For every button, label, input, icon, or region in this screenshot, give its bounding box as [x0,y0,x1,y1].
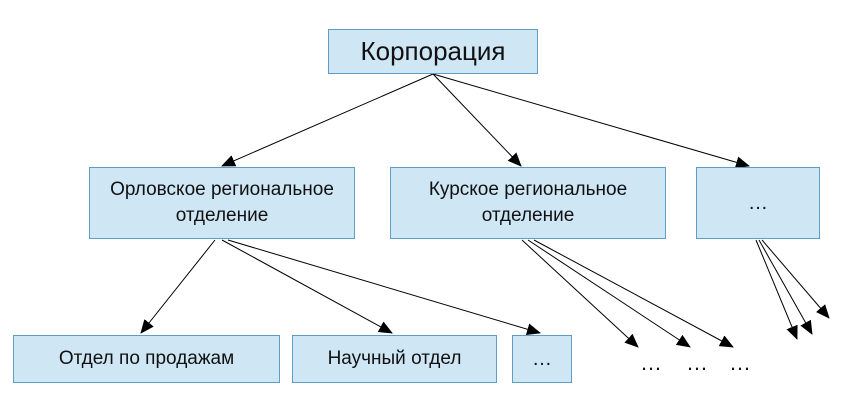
arrow-orel-to-science [221,239,393,334]
arrow-root-to-more [432,73,750,169]
node-kursk-label: Курское региональное отделение [428,179,628,226]
node-corporation: Корпорация [328,29,538,74]
arrow-orel-to-sales [140,239,216,334]
node-more-regions: … [696,167,820,239]
node-more-departments: … [512,335,572,383]
arrow-kursk-to-dots-2 [527,239,691,348]
arrow-root-to-kursk [432,73,522,167]
node-orel-regional-office: Орловское региональное отделение [89,167,355,239]
arrow-more-down-2 [758,239,813,335]
node-orel-label: Орловское региональное отделение [110,179,334,226]
arrow-kursk-to-dots-3 [533,239,734,348]
node-science-department: Научный отдел [292,335,497,383]
node-science-label: Научный отдел [327,348,462,370]
node-more-departments-label: … [532,347,552,370]
arrow-more-down-3 [761,239,830,319]
node-kursk-regional-office: Курское региональное отделение [390,167,666,239]
node-corporation-label: Корпорация [360,35,506,66]
ellipsis-2: … [686,350,709,375]
node-sales-department: Отдел по продажам [13,335,280,383]
arrow-more-down-1 [755,239,798,340]
ellipsis-3: … [729,350,752,375]
arrow-orel-to-more [227,239,541,336]
node-more-regions-label: … [748,191,768,214]
arrow-root-to-orel [221,73,434,167]
ellipsis-1: … [640,350,663,375]
arrow-kursk-to-dots-1 [521,239,639,348]
node-sales-label: Отдел по продажам [58,348,235,370]
